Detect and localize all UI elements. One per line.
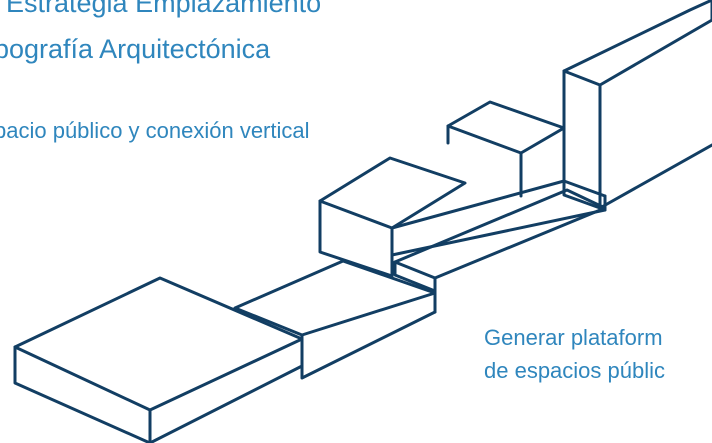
title-line-1: Estrategia Emplazamiento [6, 0, 322, 18]
tall-block [562, 0, 712, 210]
subtitle: pacio público y conexión vertical [0, 118, 310, 143]
long-mid-slab [390, 179, 607, 278]
upper-small-block [446, 100, 566, 198]
caption-line-2: de espacios públic [484, 358, 666, 383]
title-line-2: pografía Arquitectónica [0, 34, 271, 64]
caption-line-1: Generar plataform [484, 325, 663, 350]
front-left-slab [13, 276, 304, 443]
